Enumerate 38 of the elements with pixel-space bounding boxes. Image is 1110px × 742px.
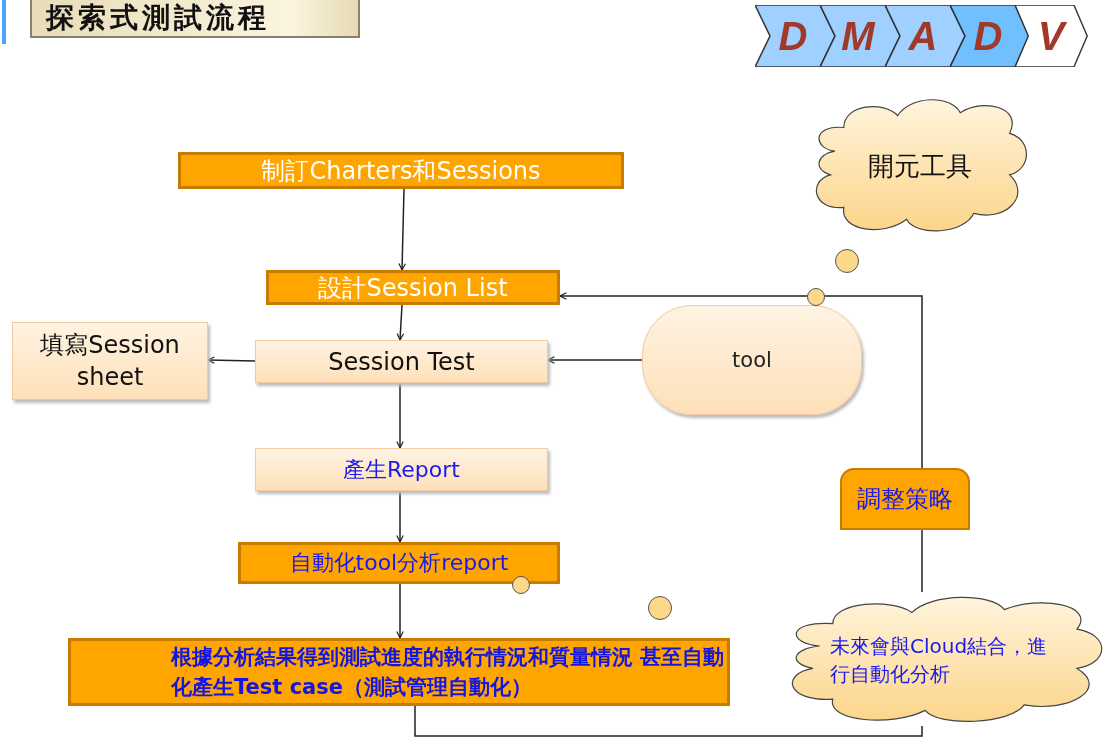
- node-label: 產生Report: [343, 455, 460, 484]
- node-label: 調整策略: [857, 484, 953, 515]
- node-label: 開元工具: [868, 149, 972, 183]
- node-label: 填寫Session sheet: [39, 330, 181, 393]
- process-box: [238, 542, 560, 584]
- process-box: [266, 270, 560, 305]
- node-label: Session Test: [328, 347, 475, 376]
- chevron-step: [1015, 5, 1091, 67]
- arrow: [207, 356, 256, 364]
- arrow: [396, 490, 404, 543]
- connector-line: [921, 529, 923, 593]
- process-box: [12, 322, 208, 400]
- arrow: [396, 382, 404, 449]
- arrow: [398, 188, 406, 271]
- node-label: 設計Session List: [318, 272, 508, 304]
- node-label: 自動化tool分析report: [289, 549, 509, 577]
- node-label: M: [841, 13, 875, 59]
- node-label: 制訂Charters和Sessions: [261, 155, 541, 187]
- node-label: D: [973, 13, 1003, 59]
- connector-line: [414, 705, 923, 737]
- result-box: [68, 638, 730, 706]
- node-label: 未來會與Cloud結合，進行自動化分析: [830, 633, 1049, 688]
- process-box: [178, 152, 624, 189]
- title-banner: 探索式測試流程: [30, 0, 360, 38]
- process-box: [255, 340, 548, 383]
- arrow: [547, 356, 643, 364]
- node-label: tool: [731, 348, 773, 372]
- node-label: D: [778, 13, 808, 59]
- node-label: 根據分析結果得到測試進度的執行情況和質量情況 甚至自動化產生Test case（測試管理自動化）: [171, 644, 726, 701]
- node-label: V: [1037, 13, 1065, 59]
- process-box: [840, 468, 970, 530]
- arrow: [396, 304, 405, 341]
- tool-box: [642, 305, 862, 415]
- arrow: [396, 583, 404, 639]
- process-box: [255, 448, 548, 491]
- arrow: [559, 292, 923, 469]
- chevron-step: [885, 5, 965, 67]
- node-label: A: [908, 13, 938, 59]
